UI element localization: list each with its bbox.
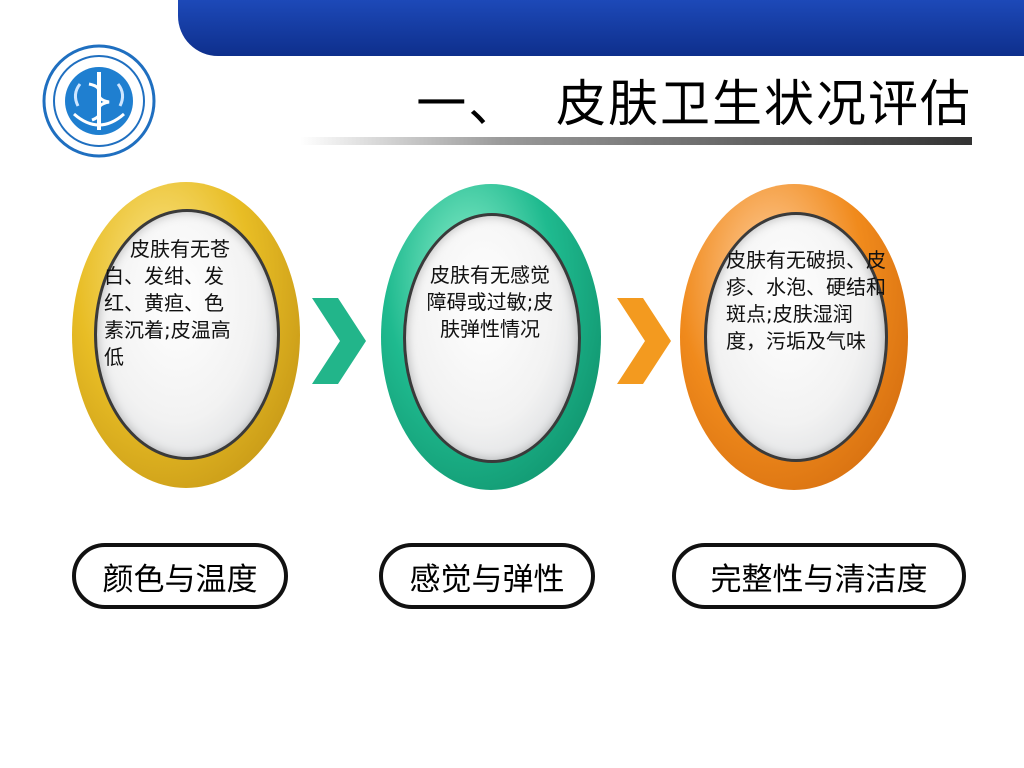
- title-underline: [300, 137, 972, 145]
- header-bar: [178, 0, 1024, 56]
- item-description-integrity-cleanliness: 皮肤有无破损、皮疹、水泡、硬结和斑点;皮肤湿润度，污垢及气味: [726, 248, 886, 353]
- item-label-sensation-elasticity: 感觉与弹性: [379, 543, 595, 609]
- college-emblem-icon: [42, 44, 156, 158]
- chevron-right-icon: [617, 298, 671, 384]
- item-label-integrity-cleanliness: 完整性与清洁度: [672, 543, 966, 609]
- item-ring-inner: [403, 213, 581, 463]
- item-ring-inner: [704, 212, 888, 462]
- item-label-color-temperature: 颜色与温度: [72, 543, 288, 609]
- slide-title: 一、 皮肤卫生状况评估: [416, 75, 972, 133]
- chevron-right-icon: [312, 298, 366, 384]
- item-description-color-temperature: 皮肤有无苍白、发绀、发红、黄疸、色素沉着;皮温高低: [104, 237, 231, 369]
- item-description-sensation-elasticity: 皮肤有无感觉障碍或过敏;皮肤弹性情况: [426, 263, 554, 341]
- item-ring-inner: [94, 209, 280, 460]
